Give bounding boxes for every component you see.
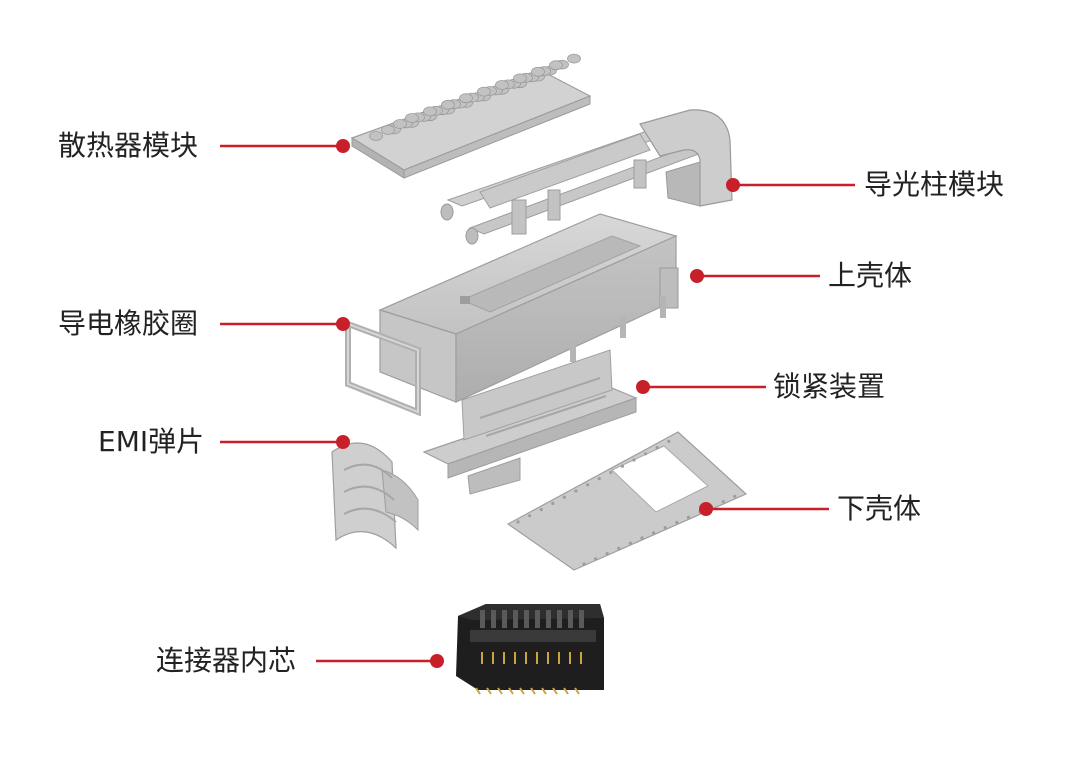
label-connector-core: 连接器内芯 — [156, 644, 297, 677]
leader-gasket — [220, 317, 350, 331]
leader-heatsink — [220, 139, 350, 153]
connector-core-part — [456, 604, 604, 695]
conductive-gasket-part — [345, 319, 421, 417]
label-light-pipe-module: 导光柱模块 — [864, 168, 1005, 201]
leader-upper-shell — [690, 269, 820, 283]
leader-lower-shell — [699, 502, 829, 516]
label-conductive-gasket: 导电橡胶圈 — [58, 307, 199, 340]
label-emi-spring: EMI弹片 — [98, 425, 205, 458]
leader-light-pipe — [726, 178, 855, 192]
upper-shell-part — [378, 213, 679, 403]
lower-shell-part — [506, 431, 748, 571]
leader-emi — [220, 435, 350, 449]
label-heatsink-module: 散热器模块 — [58, 129, 199, 162]
leader-locking — [636, 380, 766, 394]
label-locking-device: 锁紧装置 — [773, 370, 886, 403]
label-lower-shell: 下壳体 — [837, 492, 922, 525]
leader-connector — [316, 654, 444, 668]
heatsink-module-part — [350, 53, 592, 179]
label-upper-shell: 上壳体 — [828, 259, 913, 292]
light-pipe-module-part — [440, 109, 733, 245]
locking-device-part — [422, 349, 638, 495]
emi-spring-part — [331, 442, 419, 550]
